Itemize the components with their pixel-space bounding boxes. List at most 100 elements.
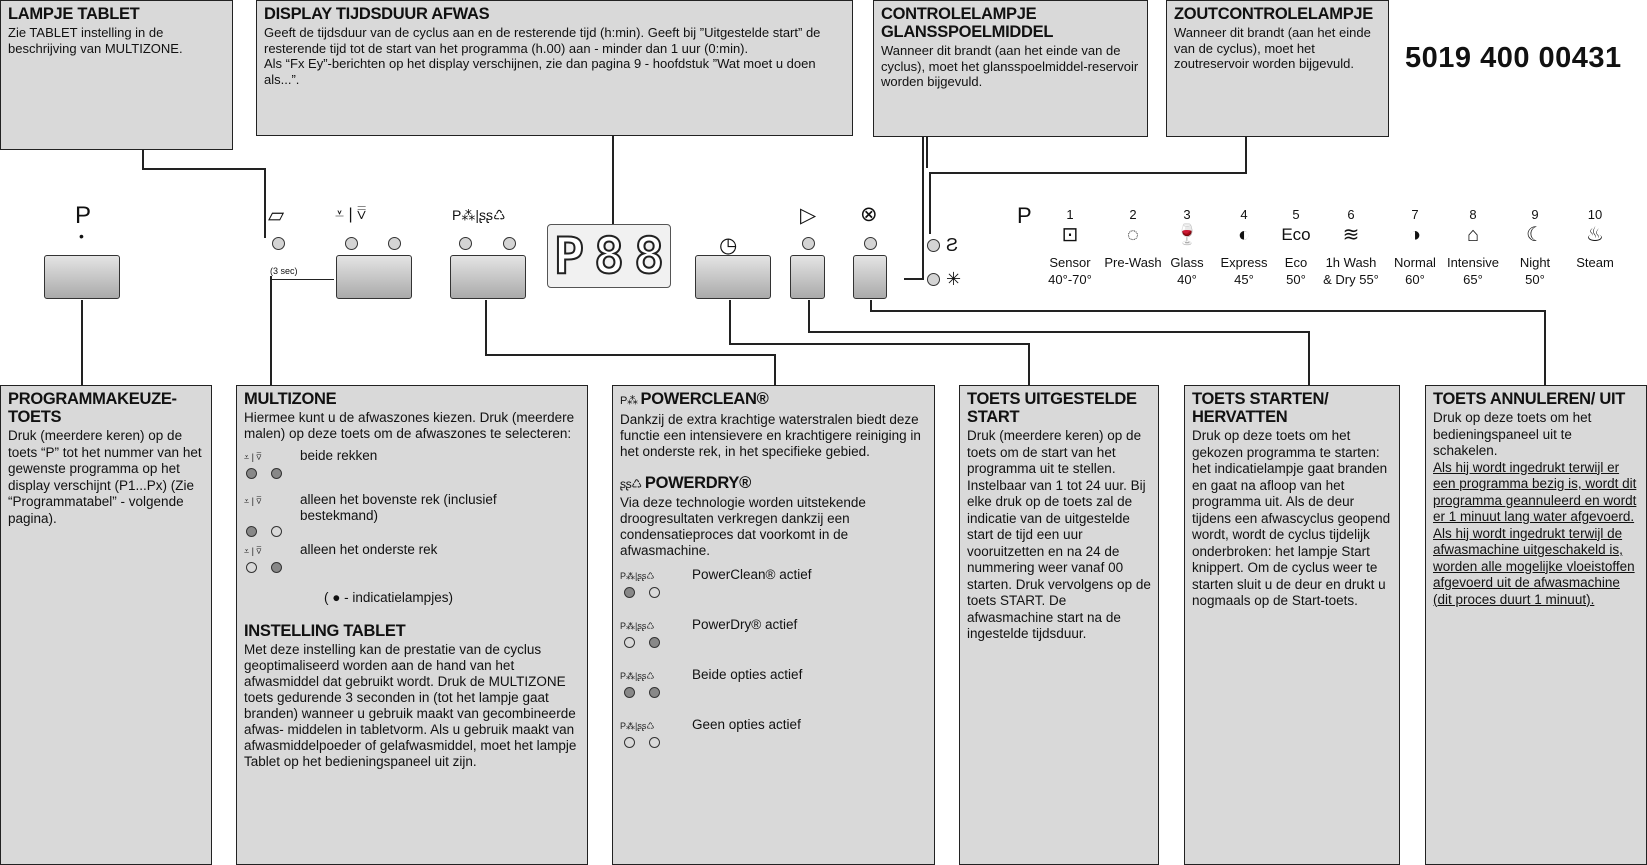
lampje-tablet-text: Zie TABLET instelling in de beschrijving… bbox=[8, 25, 183, 56]
multizone-upper-led bbox=[345, 237, 358, 250]
annuleren-title: TOETS ANNULEREN/ UIT bbox=[1433, 390, 1626, 408]
display-title: DISPLAY TIJDSDUUR AFWAS bbox=[264, 5, 490, 23]
connector-line bbox=[1028, 343, 1030, 387]
prewash-icon: ◌ bbox=[1127, 224, 1139, 246]
connector-line bbox=[808, 300, 810, 333]
lampje-tablet-box: LAMPJE TABLET Zie TABLET instelling in d… bbox=[0, 0, 233, 150]
normal-icon: ◑ bbox=[1408, 224, 1422, 246]
connector-line bbox=[81, 300, 83, 385]
connector-line bbox=[142, 150, 144, 170]
powerclean-led bbox=[459, 237, 472, 250]
powerclean-powerdry-icon: P⁂|ʂʂ♺ bbox=[452, 207, 506, 223]
tablet-icon: ▱ bbox=[268, 204, 285, 227]
uitgesteld-box: TOETS UITGESTELDE START Druk (meerdere k… bbox=[959, 385, 1159, 865]
connector-line bbox=[904, 278, 924, 280]
start-button[interactable] bbox=[790, 255, 825, 299]
powerdry-led bbox=[503, 237, 516, 250]
night-icon: ☾ bbox=[1526, 224, 1544, 246]
starten-title: TOETS STARTEN/ HERVATTEN bbox=[1192, 390, 1329, 426]
multizone-button[interactable] bbox=[336, 255, 412, 299]
starten-box: TOETS STARTEN/ HERVATTEN Druk op deze to… bbox=[1184, 385, 1400, 865]
multizone-text: Hiermee kunt u de afwaszones kiezen. Dru… bbox=[244, 410, 575, 441]
three-sec-label: (3 sec) bbox=[270, 266, 298, 276]
connector-line bbox=[1308, 331, 1310, 387]
connector-line bbox=[926, 137, 928, 167]
option-powerclean: P⁂|ʂʂ♺PowerClean® actief bbox=[620, 567, 812, 600]
annuleren-box: TOETS ANNULEREN/ UIT Druk op deze toets … bbox=[1425, 385, 1647, 865]
delay-start-button[interactable] bbox=[695, 255, 771, 299]
display-text-1: Geeft de tijdsduur van de cyclus aan en … bbox=[264, 25, 821, 56]
wash-dry-icon: ≋ bbox=[1342, 224, 1360, 246]
powerclean-title: P⁂ POWERCLEAN® bbox=[620, 390, 769, 408]
annuleren-text-underlined-1: Als hij wordt ingedrukt terwijl er een p… bbox=[1433, 459, 1637, 525]
rinse-aid-led bbox=[927, 273, 940, 286]
glansspoel-box: CONTROLELAMPJE GLANSSPOELMIDDEL Wanneer … bbox=[873, 0, 1148, 137]
cancel-icon: ⊗ bbox=[860, 203, 878, 226]
annuleren-text: Druk op deze toets om het bedieningspane… bbox=[1433, 410, 1592, 458]
eco-icon: Eco bbox=[1281, 225, 1311, 244]
powerdry-text: Via deze technologie worden uitstekende … bbox=[620, 495, 866, 558]
display-digit: P bbox=[553, 227, 585, 285]
connector-line bbox=[729, 343, 1030, 345]
connector-line bbox=[485, 354, 776, 356]
connector-line bbox=[264, 168, 266, 238]
document-code: 5019 400 00431 bbox=[1405, 42, 1622, 74]
tablet-text: Met deze instelling kan de prestatie van… bbox=[244, 642, 577, 769]
multizone-box: MULTIZONE Hiermee kunt u de afwaszones k… bbox=[236, 385, 588, 865]
option-both: P⁂|ʂʂ♺Beide opties actief bbox=[620, 667, 802, 700]
powerclean-powerdry-button[interactable] bbox=[450, 255, 526, 299]
tablet-led bbox=[272, 237, 285, 250]
multizone-option-icon: ⩡ | ⩢ bbox=[244, 546, 262, 556]
three-sec-arrow bbox=[270, 279, 334, 280]
lampje-tablet-title: LAMPJE TABLET bbox=[8, 5, 140, 23]
display-digit: 8 bbox=[633, 227, 665, 285]
multizone-option-lower: ⩡ | ⩢alleen het onderste rek bbox=[244, 542, 437, 575]
multizone-option-upper: ⩡ | ⩢alleen het bovenste rek (inclusief … bbox=[244, 492, 550, 539]
display-box: DISPLAY TIJDSDUUR AFWAS Geeft de tijdsdu… bbox=[256, 0, 853, 136]
multizone-option-both: ⩡ | ⩢beide rekken bbox=[244, 448, 377, 481]
programmakeuze-box: PROGRAMMAKEUZE-TOETS Druk (meerdere kere… bbox=[0, 385, 212, 865]
connector-line bbox=[870, 300, 872, 312]
program-select-button[interactable] bbox=[44, 255, 120, 299]
multizone-icon: ⩡ | ⩢ bbox=[335, 206, 367, 223]
connector-line bbox=[926, 166, 928, 168]
powerclean-text: Dankzij de extra krachtige waterstralen … bbox=[620, 412, 921, 459]
programmakeuze-title: PROGRAMMAKEUZE-TOETS bbox=[8, 390, 177, 426]
programs-p-label: P bbox=[1017, 203, 1032, 228]
display-digit: 8 bbox=[593, 227, 625, 285]
powerclean-box: P⁂ POWERCLEAN® Dankzij de extra krachtig… bbox=[612, 385, 935, 865]
cancel-button[interactable] bbox=[853, 255, 887, 299]
express-icon: ◐ bbox=[1237, 224, 1251, 246]
zout-title: ZOUTCONTROLELAMPJE bbox=[1174, 5, 1374, 23]
powerdry-title: ʂʂ♺ POWERDRY® bbox=[620, 474, 751, 492]
connector-line bbox=[922, 137, 924, 280]
start-led bbox=[802, 237, 815, 250]
multizone-option-icon: ⩡ | ⩢ bbox=[244, 452, 262, 462]
option-powerdry: P⁂|ʂʂ♺PowerDry® actief bbox=[620, 617, 797, 650]
steam-icon: ♨ bbox=[1586, 224, 1604, 246]
uitgesteld-title: TOETS UITGESTELDE START bbox=[967, 390, 1137, 426]
program-1h-wash-dry: 6≋1h Wash& Dry 55° bbox=[1318, 206, 1384, 288]
connector-line bbox=[870, 310, 1546, 312]
multizone-lower-led bbox=[388, 237, 401, 250]
program-p-dot: • bbox=[79, 228, 84, 244]
starten-text: Druk op deze toets om het gekozen progra… bbox=[1192, 428, 1391, 608]
connector-line bbox=[142, 168, 266, 170]
connector-line bbox=[929, 172, 931, 234]
multizone-title: MULTIZONE bbox=[244, 390, 337, 408]
connector-line bbox=[808, 331, 1310, 333]
powerclean-icon: P⁂ bbox=[620, 395, 641, 407]
salt-led bbox=[927, 239, 940, 252]
program-steam: 10♨Steam bbox=[1570, 206, 1620, 271]
glansspoel-text: Wanneer dit brandt (aan het einde van de… bbox=[881, 43, 1139, 89]
sensor-icon: ⊡ bbox=[1061, 224, 1079, 246]
zout-box: ZOUTCONTROLELAMPJE Wanneer dit brandt (a… bbox=[1166, 0, 1389, 137]
glass-icon: 🍷 bbox=[1174, 224, 1200, 246]
multizone-option-icon: ⩡ | ⩢ bbox=[244, 496, 262, 506]
zout-text: Wanneer dit brandt (aan het einde van de… bbox=[1174, 25, 1371, 71]
